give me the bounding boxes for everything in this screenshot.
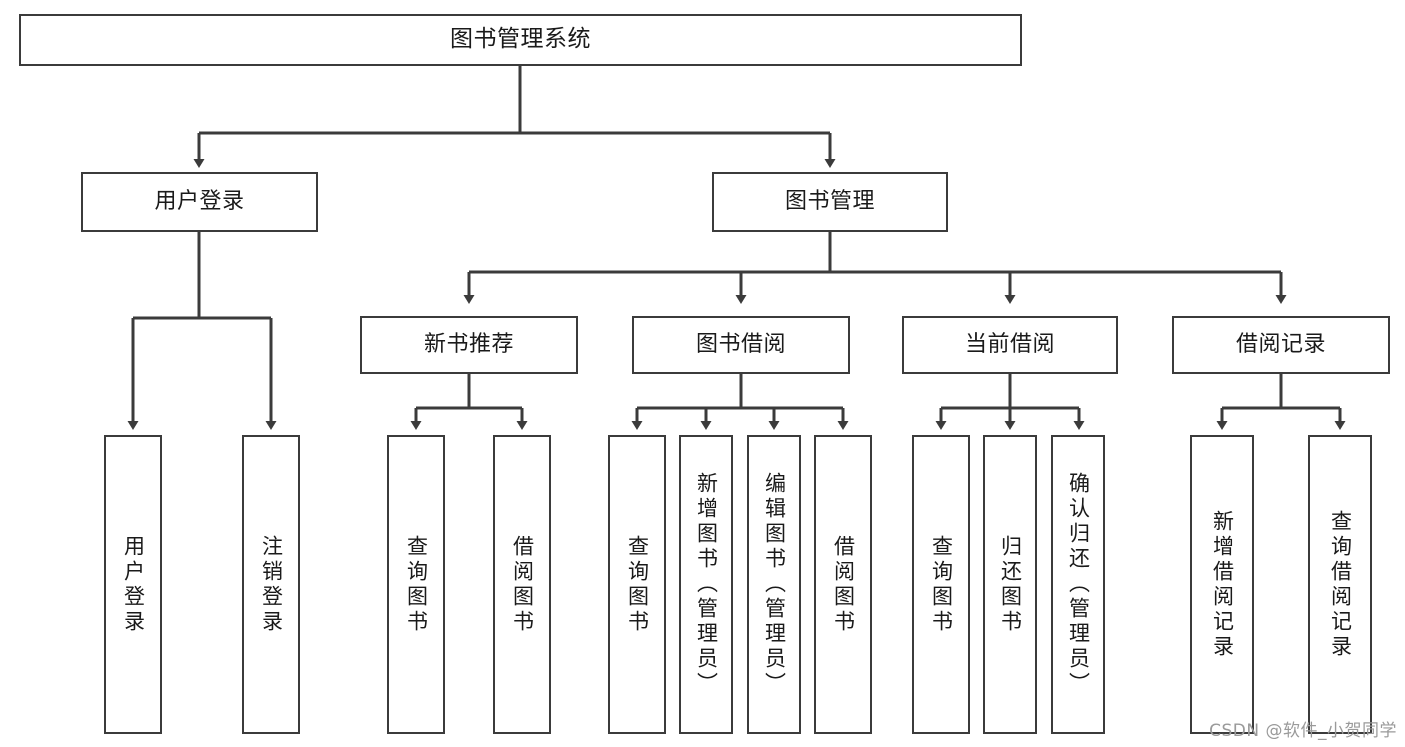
node-book-borrow[interactable]: 图书借阅	[632, 316, 850, 374]
node-book-management-label: 图书管理	[784, 188, 875, 214]
node-leaf-query-record[interactable]: 查询借阅记录	[1308, 435, 1372, 734]
node-leaf-query-book-2-label: 查询图书	[625, 534, 650, 635]
node-leaf-query-record-label: 查询借阅记录	[1328, 509, 1353, 660]
node-leaf-return-book[interactable]: 归还图书	[983, 435, 1037, 734]
node-user-login[interactable]: 用户登录	[81, 172, 318, 232]
node-leaf-borrow-book-2-label: 借阅图书	[831, 534, 856, 635]
node-leaf-query-book-1[interactable]: 查询图书	[387, 435, 445, 734]
node-leaf-confirm-return[interactable]: 确认归还（管理员）	[1051, 435, 1105, 734]
node-new-book-recommend[interactable]: 新书推荐	[360, 316, 578, 374]
node-leaf-add-book[interactable]: 新增图书（管理员）	[679, 435, 733, 734]
node-leaf-query-book-1-label: 查询图书	[404, 534, 429, 635]
node-leaf-logout-label: 注销登录	[259, 534, 284, 635]
node-leaf-add-record-label: 新增借阅记录	[1210, 509, 1235, 660]
node-leaf-add-book-label: 新增图书（管理员）	[694, 472, 719, 697]
node-leaf-return-book-label: 归还图书	[998, 534, 1023, 635]
node-leaf-edit-book-label: 编辑图书（管理员）	[762, 472, 787, 697]
csdn-watermark: CSDN @软件_小贺同学	[1209, 721, 1397, 741]
node-book-borrow-label: 图书借阅	[695, 331, 786, 357]
node-root[interactable]: 图书管理系统	[19, 14, 1022, 66]
node-current-borrow-label: 当前借阅	[964, 331, 1055, 357]
node-leaf-borrow-book-1-label: 借阅图书	[510, 534, 535, 635]
node-root-label: 图书管理系统	[450, 26, 591, 53]
node-leaf-user-login-label: 用户登录	[121, 534, 146, 635]
node-leaf-user-login[interactable]: 用户登录	[104, 435, 162, 734]
node-leaf-confirm-return-label: 确认归还（管理员）	[1066, 472, 1091, 697]
node-user-login-label: 用户登录	[154, 188, 245, 214]
node-leaf-query-book-2[interactable]: 查询图书	[608, 435, 666, 734]
node-leaf-logout[interactable]: 注销登录	[242, 435, 300, 734]
node-book-management[interactable]: 图书管理	[712, 172, 948, 232]
node-borrow-record[interactable]: 借阅记录	[1172, 316, 1390, 374]
node-current-borrow[interactable]: 当前借阅	[902, 316, 1118, 374]
node-leaf-borrow-book-1[interactable]: 借阅图书	[493, 435, 551, 734]
node-new-book-recommend-label: 新书推荐	[423, 331, 514, 357]
node-leaf-add-record[interactable]: 新增借阅记录	[1190, 435, 1254, 734]
node-leaf-borrow-book-2[interactable]: 借阅图书	[814, 435, 872, 734]
node-borrow-record-label: 借阅记录	[1235, 331, 1326, 357]
node-leaf-query-book-3[interactable]: 查询图书	[912, 435, 970, 734]
node-leaf-edit-book[interactable]: 编辑图书（管理员）	[747, 435, 801, 734]
node-leaf-query-book-3-label: 查询图书	[929, 534, 954, 635]
